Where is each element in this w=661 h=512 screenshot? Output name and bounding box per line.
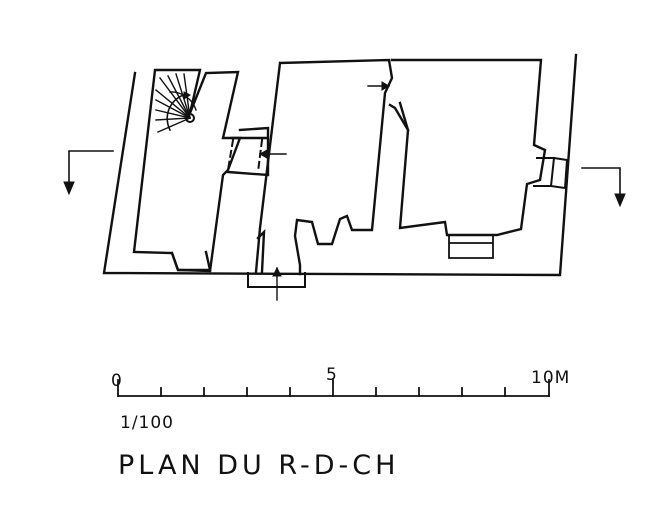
section-marker-right	[581, 167, 621, 203]
scale-label-0: 0	[111, 371, 123, 391]
scale-ratio: 1/100	[120, 413, 174, 433]
landing-bay	[226, 126, 270, 177]
central-room	[254, 58, 394, 276]
right-window	[533, 156, 569, 190]
section-marker-left	[68, 150, 114, 191]
scale-label-5: 5	[326, 365, 338, 385]
spiral-stair	[155, 73, 197, 133]
central-room-inner	[256, 228, 266, 274]
scale-label-10: 10M	[531, 368, 571, 388]
stair-newel	[185, 113, 195, 123]
stair-nook	[170, 250, 212, 272]
stair-direction-arrow	[166, 93, 188, 132]
right-room-fireplace	[448, 234, 494, 259]
right-room	[388, 58, 547, 237]
outer-wall-left	[102, 53, 578, 277]
plan-title: PLAN DU R-D-CH	[118, 450, 400, 481]
scale-bar	[117, 379, 550, 397]
